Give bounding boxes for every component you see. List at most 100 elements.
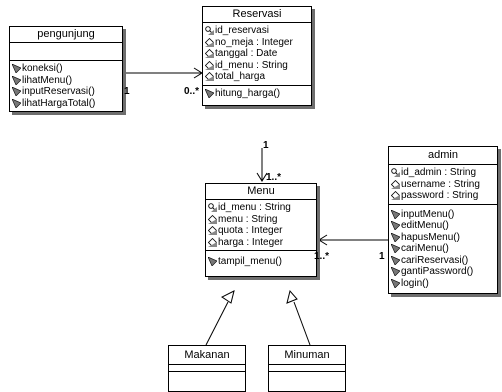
operation-item: hitung_harga() (204, 87, 311, 100)
operation-item: tampil_menu() (207, 256, 316, 268)
attribute-item: total_harga (204, 71, 311, 83)
operation-label: cariMenu() (401, 243, 449, 254)
operation-label: koneksi() (22, 63, 63, 74)
class-name: pengunjung (37, 28, 95, 40)
attribute-label: harga : Integer (218, 236, 284, 248)
class-admin[interactable]: admin id_admin : String username : Strin… (388, 146, 498, 294)
attribute-label: id_menu : String (215, 59, 288, 71)
operation-item: inputMenu() (390, 208, 497, 221)
operation-icon (390, 220, 401, 231)
attribute-item: no_meja : Integer (204, 37, 311, 49)
operation-icon (390, 277, 401, 289)
operation-icon (11, 63, 22, 74)
attribute-label: tanggal : Date (215, 48, 278, 59)
operation-icon (204, 87, 215, 99)
attribute-icon (207, 237, 218, 247)
multiplicity-label: 1 (263, 140, 269, 151)
operation-label: login() (401, 277, 429, 289)
operation-icon (11, 97, 22, 109)
operation-label: editMenu() (401, 220, 449, 231)
operations-section: inputMenu() editMenu() hapusMenu() cariM… (389, 203, 497, 294)
arrowhead-menu-right (318, 234, 328, 246)
attribute-icon (390, 179, 401, 189)
attribute-item: password : String (390, 190, 497, 202)
operation-icon (390, 243, 401, 254)
attribute-item: id_admin : String (391, 167, 497, 179)
operation-item: login() (390, 277, 497, 290)
operations-section: tampil_menu() (206, 250, 316, 276)
generalization-minuman-menu (293, 301, 311, 346)
multiplicity-label: 1..* (314, 251, 330, 262)
attribute-icon (207, 225, 218, 236)
operation-label: cariReservasi() (401, 254, 469, 266)
attribute-icon (204, 71, 215, 82)
class-name: Minuman (269, 346, 345, 365)
class-name: admin (428, 149, 458, 161)
attribute-item: id_reservasi (205, 25, 311, 37)
generalization-triangle-right (286, 289, 298, 304)
multiplicity-label: 1 (124, 86, 130, 97)
operation-item: inputReservasi() (11, 86, 122, 98)
operations-section: hitung_harga() (203, 84, 311, 106)
class-makanan[interactable]: Makanan (168, 345, 246, 392)
operation-label: inputReservasi() (22, 86, 95, 97)
multiplicity-label: 0..* (184, 86, 200, 97)
attribute-label: id_admin : String (401, 167, 477, 178)
attributes-section: id_reservasi no_meja : Integer tanggal :… (203, 22, 311, 85)
attributes-section (10, 42, 122, 60)
operation-icon (11, 86, 22, 97)
operation-icon (390, 208, 401, 220)
attribute-label: id_reservasi (215, 25, 269, 36)
attribute-item: tanggal : Date (204, 48, 311, 60)
attribute-item: username : String (390, 179, 497, 191)
operation-item: hapusMenu() (390, 231, 497, 244)
key-icon (208, 203, 217, 212)
attribute-icon (390, 190, 401, 201)
operation-label: hapusMenu() (401, 231, 460, 243)
attribute-icon (207, 214, 218, 224)
multiplicity-label: 1 (379, 251, 385, 262)
attribute-label: password : String (401, 190, 479, 201)
class-reservasi[interactable]: Reservasi id_reservasi no_meja : Integer… (202, 6, 312, 106)
operation-item: lihatHargaTotal() (11, 97, 122, 110)
multiplicity-label: 1..* (266, 172, 282, 183)
arrowhead-menu-top (256, 172, 268, 182)
operation-icon (11, 74, 22, 86)
attribute-label: menu : String (218, 213, 278, 225)
attributes-section (269, 365, 345, 372)
operation-label: gantiPassword() (401, 266, 474, 277)
operation-label: lihatMenu() (22, 74, 73, 86)
class-minuman[interactable]: Minuman (268, 345, 346, 392)
attribute-item: harga : Integer (207, 236, 316, 249)
class-name: Reservasi (232, 8, 282, 20)
operation-icon (390, 266, 401, 277)
attribute-item: quota : Integer (207, 225, 316, 237)
attribute-label: quota : Integer (218, 225, 283, 236)
attribute-icon (204, 48, 215, 59)
operation-item: cariReservasi() (390, 254, 497, 267)
operation-icon (390, 254, 401, 266)
class-menu[interactable]: Menu id_menu : String menu : String quot… (205, 183, 317, 277)
attributes-section: id_menu : String menu : String quota : I… (206, 199, 316, 250)
operation-label: hitung_harga() (215, 87, 281, 99)
attribute-icon (204, 60, 215, 70)
attribute-item: menu : String (207, 213, 316, 226)
class-name: Makanan (169, 346, 245, 365)
attribute-item: id_menu : String (204, 59, 311, 72)
operation-label: inputMenu() (401, 208, 455, 220)
operation-icon (390, 231, 401, 243)
operation-label: lihatHargaTotal() (22, 97, 96, 109)
operation-item: lihatMenu() (11, 74, 122, 87)
class-pengunjung[interactable]: pengunjung koneksi() lihatMenu() inputRe… (9, 26, 123, 112)
attributes-section (169, 365, 245, 372)
operation-icon (207, 256, 218, 267)
generalization-triangle-left (221, 290, 235, 304)
key-icon (391, 168, 400, 177)
attribute-label: id_menu : String (218, 202, 291, 213)
operation-item: cariMenu() (390, 243, 497, 255)
attribute-item: id_menu : String (208, 202, 316, 214)
attribute-icon (204, 37, 215, 47)
operation-item: editMenu() (390, 220, 497, 232)
generalization-makanan-menu (205, 301, 229, 346)
